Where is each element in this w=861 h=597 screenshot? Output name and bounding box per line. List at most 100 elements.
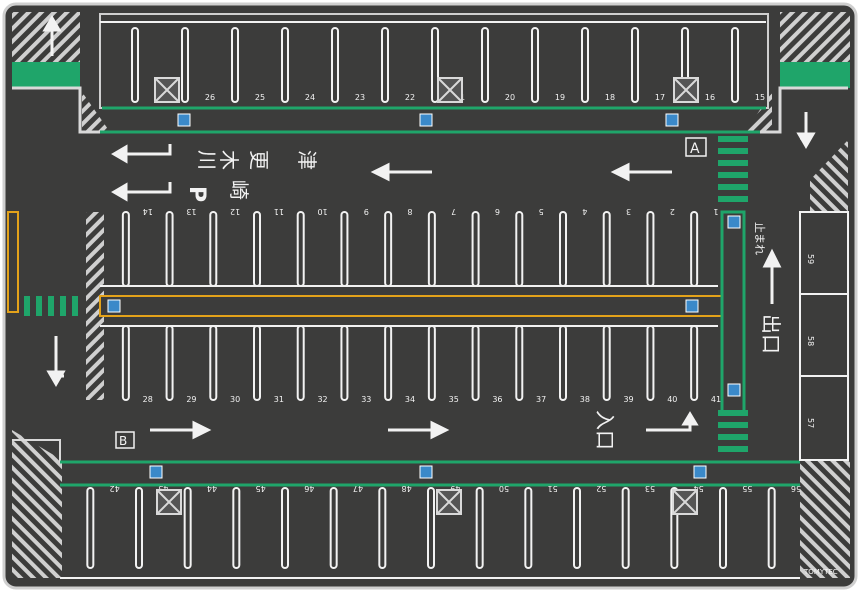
stall-number: 15 xyxy=(755,93,765,102)
marking-exit: 出口 xyxy=(759,314,783,354)
stall-line xyxy=(621,487,630,569)
stall-number: 39 xyxy=(623,395,633,404)
stall-line xyxy=(86,487,95,569)
stall-number: 31 xyxy=(274,395,284,404)
marking-kanji-3: 木 xyxy=(217,150,241,170)
utility-boxes xyxy=(154,77,699,515)
stall-number: 23 xyxy=(355,93,365,102)
stall-line xyxy=(531,27,539,103)
hatch-top-right xyxy=(780,12,850,62)
stall-line xyxy=(183,487,192,569)
marking-kanji-4: 川 xyxy=(195,150,219,170)
stall-number: 34 xyxy=(405,395,415,404)
stall-line xyxy=(135,487,143,569)
hatch-center-left xyxy=(86,212,104,400)
stall-line xyxy=(670,487,679,569)
stall-number: 33 xyxy=(361,395,371,404)
marking-kanji-5: 崎 xyxy=(227,180,251,200)
stall-number: 45 xyxy=(256,484,266,493)
marking-entrance: 入口 xyxy=(593,410,617,450)
stall-line xyxy=(731,27,739,103)
stall-line xyxy=(767,487,776,569)
stall-number: 57 xyxy=(806,418,815,428)
stall-line xyxy=(281,27,289,103)
stall-number: 56 xyxy=(791,484,801,493)
marking-kanji-2: 更 xyxy=(247,150,271,170)
green-strip-top-right xyxy=(780,62,850,88)
stall-number: 44 xyxy=(207,484,217,493)
stall-number: 38 xyxy=(580,395,590,404)
stall-line xyxy=(581,27,589,103)
stall-line xyxy=(481,27,489,103)
stall-number: 46 xyxy=(304,484,314,493)
stall-number: 3 xyxy=(626,207,631,216)
marking-left-p: P xyxy=(184,186,209,202)
stall-line xyxy=(281,487,289,569)
stall-number: 30 xyxy=(230,395,240,404)
stall-number: 42 xyxy=(110,484,120,493)
zone-b-box xyxy=(115,431,135,449)
stall-number: 48 xyxy=(402,484,412,493)
stall-line xyxy=(232,487,241,569)
stall-line xyxy=(331,27,339,103)
hatch-right-mid xyxy=(810,140,848,212)
hatch-top-island-left xyxy=(82,92,110,132)
stall-line xyxy=(524,487,533,569)
stall-line xyxy=(431,27,439,103)
right-parking-area xyxy=(799,211,849,461)
stall-number: 40 xyxy=(667,395,677,404)
stall-number: 17 xyxy=(655,93,665,102)
stall-number: 28 xyxy=(143,395,153,404)
hatch-bottom-left xyxy=(12,430,62,578)
stall-number: 1 xyxy=(713,207,718,216)
stall-line xyxy=(231,27,239,103)
stall-number: 54 xyxy=(694,484,704,493)
stall-line xyxy=(719,487,727,569)
stall-number: 43 xyxy=(158,484,168,493)
stall-number: 47 xyxy=(353,484,363,493)
marking-kanji-1: 津 xyxy=(295,150,319,170)
stall-line xyxy=(131,27,139,103)
stall-number: 36 xyxy=(492,395,502,404)
top-parking-area xyxy=(99,13,769,109)
stall-number: 25 xyxy=(255,93,265,102)
stall-number: 7 xyxy=(451,207,456,216)
stall-number: 5 xyxy=(539,207,544,216)
zone-b-label: B xyxy=(119,434,127,448)
stall-number: 35 xyxy=(449,395,459,404)
stall-number: 51 xyxy=(548,484,558,493)
stall-number: 8 xyxy=(407,207,412,216)
stall-number: 50 xyxy=(499,484,509,493)
brand-label: TOMYTEC xyxy=(803,568,838,576)
stall-line xyxy=(378,487,387,569)
stall-number: 14 xyxy=(143,207,153,216)
stall-line xyxy=(427,487,435,569)
marking-stop: 止まれ xyxy=(753,222,766,255)
green-strip-top-left xyxy=(12,62,80,88)
stall-number: 10 xyxy=(317,207,327,216)
stall-number: 6 xyxy=(495,207,500,216)
stall-line xyxy=(631,27,639,103)
stall-number: 24 xyxy=(305,93,315,102)
stall-number: 13 xyxy=(186,207,196,216)
yellow-median xyxy=(99,295,723,317)
stall-number: 18 xyxy=(605,93,615,102)
stall-number: 32 xyxy=(317,395,327,404)
stall-line xyxy=(573,487,581,569)
pedestrian-signs xyxy=(107,113,741,479)
hatch-bottom-right xyxy=(800,460,850,578)
stall-number: 22 xyxy=(405,93,415,102)
bottom-stall-lines xyxy=(86,487,776,569)
stall-number: 16 xyxy=(705,93,715,102)
crosswalk-left xyxy=(24,296,78,316)
stall-number: 41 xyxy=(711,395,721,404)
stall-number: 49 xyxy=(450,484,460,493)
stall-number: 4 xyxy=(582,207,587,216)
stall-number: 58 xyxy=(806,336,815,346)
